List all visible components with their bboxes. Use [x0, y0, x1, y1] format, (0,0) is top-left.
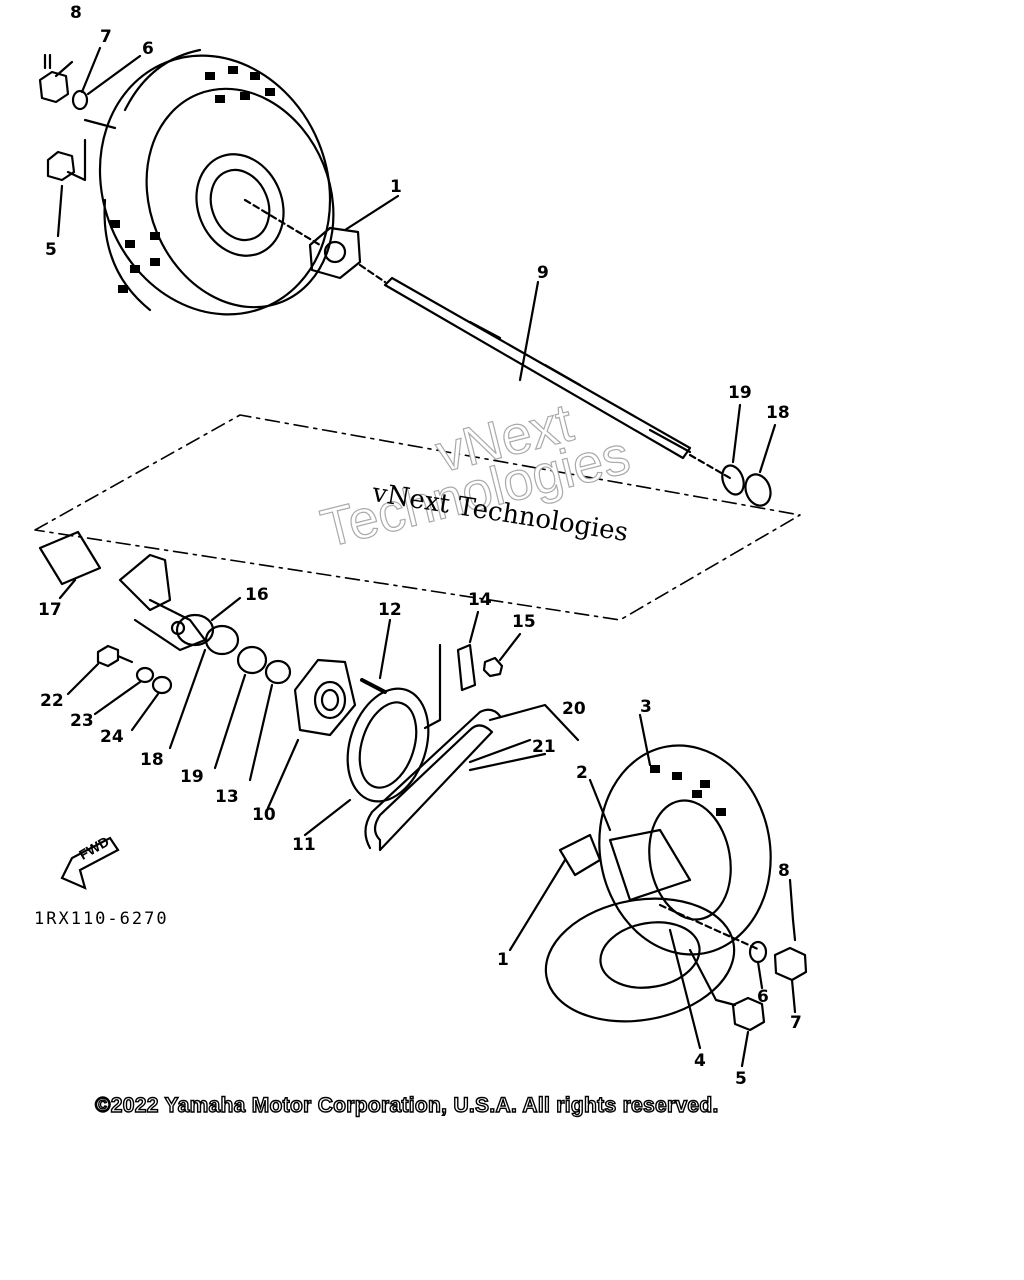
callout-22: 22: [40, 691, 64, 711]
callout-3: 3: [640, 697, 652, 717]
callout-5b: 5: [735, 1069, 747, 1089]
bolt-22: [96, 644, 134, 668]
callout-11: 11: [292, 835, 316, 855]
callout-20: 20: [562, 699, 586, 719]
callout-6b: 6: [757, 987, 769, 1007]
callout-10: 10: [252, 805, 276, 825]
washer-23: [135, 666, 155, 684]
oil-seal-13: [264, 659, 292, 685]
castle-nut-7-right: [773, 946, 808, 982]
right-wheel: [544, 744, 772, 1023]
callout-8: 8: [70, 3, 82, 23]
left-nut-stack: [38, 53, 117, 182]
sprocket-hub-10: [293, 658, 357, 737]
callout-6: 6: [142, 39, 154, 59]
callout-24: 24: [100, 727, 124, 747]
figure-code: 1RX110-6270: [34, 909, 169, 929]
bearing-18-lower: [204, 624, 240, 656]
forward-arrow-icon: [60, 836, 120, 890]
callout-17: 17: [38, 600, 62, 620]
callout-19b: 19: [180, 767, 204, 787]
callout-9: 9: [537, 263, 549, 283]
flange-nut-5: [46, 150, 76, 182]
hub-1-right: [558, 833, 602, 877]
callout-12: 12: [378, 600, 402, 620]
callout-1b: 1: [497, 950, 509, 970]
callout-8b: 8: [778, 861, 790, 881]
collar-17: [38, 530, 102, 586]
callout-16: 16: [245, 585, 269, 605]
axle-shaft-9: [358, 263, 732, 480]
callout-7: 7: [100, 27, 112, 47]
callout-23: 23: [70, 711, 94, 731]
bearing-18-upper: [744, 473, 772, 507]
callout-13: 13: [215, 787, 239, 807]
callout-19: 19: [728, 383, 752, 403]
callout-5: 5: [45, 240, 57, 260]
callout-labels: 8 7 6 5 1 9 19 18 17 16 12 14 15 22 23 2…: [38, 3, 802, 1089]
nut-15: [482, 656, 504, 678]
oil-seal-19-upper: [721, 464, 745, 496]
callout-21: 21: [532, 737, 556, 757]
drive-chain-20: [364, 708, 502, 852]
callout-2: 2: [576, 763, 588, 783]
flange-nut-5-right: [731, 996, 766, 1032]
chain-joint-14: [456, 643, 477, 692]
cotter-pin-8: [43, 53, 52, 70]
callout-14: 14: [468, 590, 492, 610]
cotter-pin-8-right: [791, 918, 797, 942]
callout-7b: 7: [790, 1013, 802, 1033]
oil-seal-19-lower: [236, 645, 268, 675]
castle-nut-7: [38, 70, 70, 104]
left-wheel: [98, 48, 335, 316]
callout-4: 4: [694, 1051, 706, 1071]
callout-18b: 18: [140, 750, 164, 770]
copyright-notice: ©2022 Yamaha Motor Corporation, U.S.A. A…: [94, 1093, 719, 1117]
callout-15: 15: [512, 612, 536, 632]
hub-1-left: [308, 226, 362, 280]
callout-18: 18: [766, 403, 790, 423]
sprocket-11: [346, 687, 430, 803]
nut-24: [151, 675, 173, 695]
washer-6-right: [748, 940, 768, 964]
callout-1: 1: [390, 177, 402, 197]
stud-12: [360, 678, 387, 694]
washer-6: [71, 89, 89, 111]
